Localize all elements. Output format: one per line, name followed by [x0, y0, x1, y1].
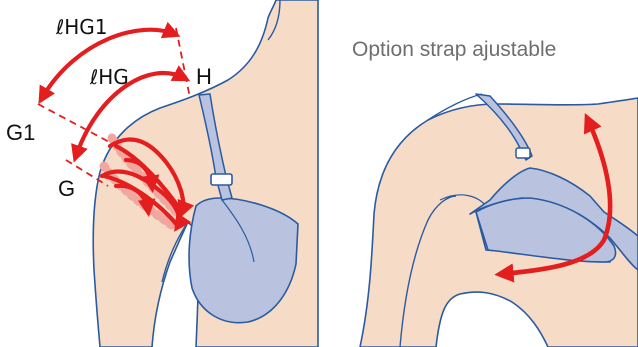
label-l-hg1: ℓHG1	[55, 15, 108, 39]
right-figure: Option strap ajustable	[352, 38, 638, 347]
label-h: H	[196, 64, 212, 89]
label-g1: G1	[6, 120, 35, 145]
right-strap-slider	[516, 148, 530, 158]
left-strap-slider	[211, 174, 232, 185]
label-g: G	[58, 176, 75, 201]
label-l-hg: ℓHG	[89, 65, 129, 89]
option-strap-caption: Option strap ajustable	[352, 38, 556, 61]
left-figure: ℓHG1 ℓHG H G1 G	[6, 0, 318, 347]
